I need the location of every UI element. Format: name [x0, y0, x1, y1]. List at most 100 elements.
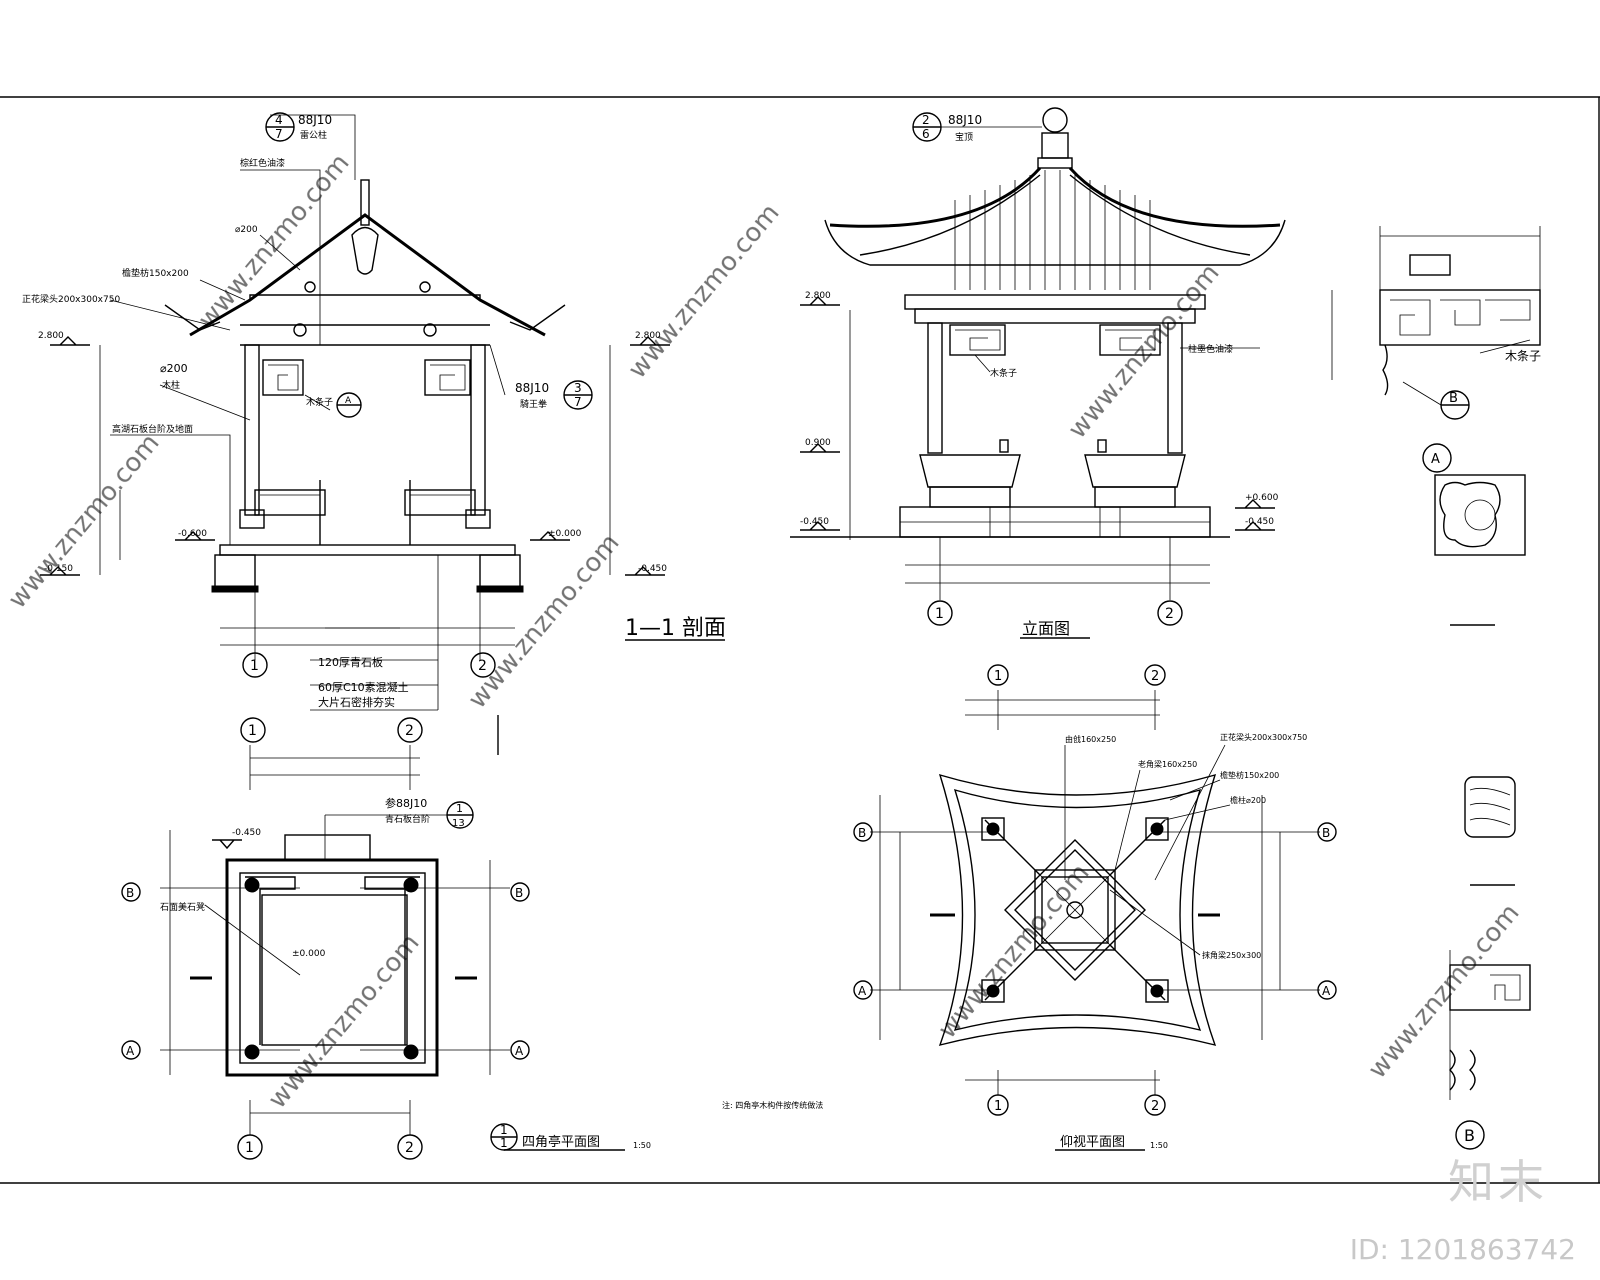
section-drawing [40, 112, 725, 755]
plan-axis-b-left: B [126, 886, 134, 900]
section-label-column: 木柱 [162, 379, 180, 391]
detail-drawings [1331, 226, 1541, 1150]
ceiling-axis-a-left: A [858, 984, 867, 998]
section-elev-m150: -0.150 [44, 564, 73, 574]
watermark-text: www.znzmo.com [262, 928, 425, 1114]
sheet-frame [0, 96, 1600, 1184]
ceiling-axis-a-right: A [1322, 984, 1331, 998]
section-label-beam: 正花梁头200x300x750 [22, 293, 120, 305]
section-title: 1—1 剖面 [625, 616, 726, 641]
section-layer-1: 120厚青石板 [318, 655, 383, 669]
roof-tile-lines [954, 170, 1151, 290]
elevation-elev-bottom: -0.450 [800, 517, 829, 527]
section-layer-2: 60厚C10素混凝土 [318, 680, 409, 694]
detail-mark-a: A [1431, 452, 1440, 467]
detail-mark-b-top: B [1449, 391, 1458, 406]
image-id: ID: 1201863742 [1349, 1233, 1576, 1266]
plan-axis-2-bottom: 2 [405, 1140, 414, 1156]
ceiling-axis-b-right: B [1322, 826, 1330, 840]
watermarks: www.znzmo.com www.znzmo.com www.znzmo.co… [2, 148, 1525, 1114]
plan-ref-num: 1 [456, 802, 463, 815]
section-elev-pm000: ±0.000 [548, 529, 582, 539]
elevation-axis-2: 2 [1165, 606, 1174, 622]
watermark-text: www.znzmo.com [932, 858, 1095, 1044]
plan-drawing [121, 717, 625, 1160]
section-axis-2: 2 [478, 658, 487, 674]
watermark-text: www.znzmo.com [622, 198, 785, 384]
ceiling-axis-2-top: 2 [1151, 669, 1159, 684]
elevation-label-lattice: 木条子 [990, 367, 1017, 379]
section-elev-right: 2.800 [635, 331, 661, 341]
elevation-axis-1: 1 [935, 606, 944, 622]
elevation-elev-right2: -0.450 [1245, 517, 1274, 527]
detail-labels: 木条子 B A B [1431, 349, 1541, 1145]
section-ref-4-code: 88J10 [298, 113, 332, 127]
plan-ref-name: 青石板台阶 [385, 813, 430, 825]
ceiling-axis-2-bottom: 2 [1151, 1099, 1159, 1114]
section-elev-m450: -0.450 [638, 564, 667, 574]
ceiling-label-beam-b: 老角梁160x250 [1138, 759, 1197, 769]
plan-axis-a-left: A [126, 1044, 135, 1058]
section-labels: 4 7 88J10 雷公柱 棕红色油漆 ⌀200 檐垫枋150x200 正花梁头… [22, 113, 726, 709]
elevation-ref-code: 88J10 [948, 113, 982, 127]
ceiling-title: 仰视平面图 [1060, 1135, 1125, 1150]
ceiling-axis-1-top: 1 [994, 669, 1002, 684]
plan-axis-1-bottom: 1 [245, 1140, 254, 1156]
section-ref-4-num: 4 [275, 113, 283, 127]
section-elev-left: 2.800 [38, 331, 64, 341]
section-ref-3-num: 3 [574, 381, 582, 395]
plan-axis-a-right: A [515, 1044, 524, 1058]
elevation-labels: 2 6 88J10 宝顶 2.800 0.900 -0.450 +0.600 -… [800, 113, 1279, 638]
section-label-lattice: 木条子 [306, 396, 333, 408]
section-ref-3-name: 騎王拳 [520, 398, 547, 410]
elevation-ref-den: 6 [922, 127, 930, 141]
elevation-ref-name: 宝顶 [955, 131, 973, 143]
section-label-column-dia: ⌀200 [160, 362, 188, 375]
section-lattice-ref: A [345, 396, 352, 406]
section-label-stone: 高湖石板台阶及地面 [112, 423, 193, 435]
plan-index-num: 1 [500, 1123, 508, 1137]
ceiling-axis-1-bottom: 1 [994, 1099, 1002, 1114]
brand-logo: 知末 [1448, 1155, 1548, 1209]
ceiling-label-tie: 抹角梁250x300 [1202, 950, 1261, 960]
plan-label-seat: 石面美石凳 [160, 901, 205, 913]
plan-axis-1-top: 1 [248, 723, 257, 739]
ceiling-note: 注: 四角亭木构件按传统做法 [722, 1100, 823, 1110]
watermark-text: www.znzmo.com [462, 528, 625, 714]
plan-elev-m450: -0.450 [232, 828, 261, 838]
plan-title: 四角亭平面图 [522, 1134, 600, 1150]
ceiling-label-purlin: 檐垫枋150x200 [1220, 770, 1279, 780]
watermark-text: www.znzmo.com [1362, 898, 1525, 1084]
watermark-text: www.znzmo.com [2, 428, 165, 614]
plan-axis-b-right: B [515, 886, 523, 900]
detail-mark-b-bottom: B [1464, 1126, 1475, 1145]
ceiling-axis-b-left: B [858, 826, 866, 840]
section-label-paint: 棕红色油漆 [240, 157, 285, 169]
plan-labels: 1 2 参88J10 青石板台阶 1 13 -0.450 石面美石凳 ±0.00… [126, 723, 651, 1156]
ceiling-labels: 1 2 由戗160x250 正花梁头200x300x750 老角梁160x250… [722, 669, 1331, 1150]
ceiling-label-beam-c: 正花梁头200x300x750 [1220, 732, 1307, 742]
ceiling-scale: 1:50 [1150, 1141, 1168, 1150]
plan-ref-code: 参88J10 [385, 796, 427, 810]
ceiling-drawing [853, 664, 1337, 1151]
section-label-purlin: 檐垫枋150x200 [122, 267, 189, 279]
elevation-label-paint: 柱墨色油漆 [1188, 343, 1233, 355]
plan-elev-000: ±0.000 [292, 949, 326, 959]
plan-index-den: 1 [500, 1136, 508, 1150]
elevation-elev-top: 2.800 [805, 291, 831, 301]
section-ref-3-code: 88J10 [515, 381, 549, 395]
elevation-drawing [790, 107, 1286, 639]
elevation-elev-mid: 0.900 [805, 438, 831, 448]
ceiling-label-column: 檐柱⌀200 [1230, 795, 1266, 805]
plan-ref-den: 13 [452, 818, 465, 829]
section-elev-m060: -0.600 [178, 529, 207, 539]
section-ref-3-den: 7 [574, 395, 582, 409]
section-label-d200-top: ⌀200 [235, 225, 258, 235]
ceiling-label-beam-a: 由戗160x250 [1065, 734, 1116, 744]
elevation-ref-num: 2 [922, 113, 930, 127]
plan-scale: 1:50 [633, 1141, 651, 1150]
section-axis-1: 1 [250, 658, 259, 674]
plan-axis-2-top: 2 [405, 723, 414, 739]
elevation-title: 立面图 [1022, 619, 1070, 638]
